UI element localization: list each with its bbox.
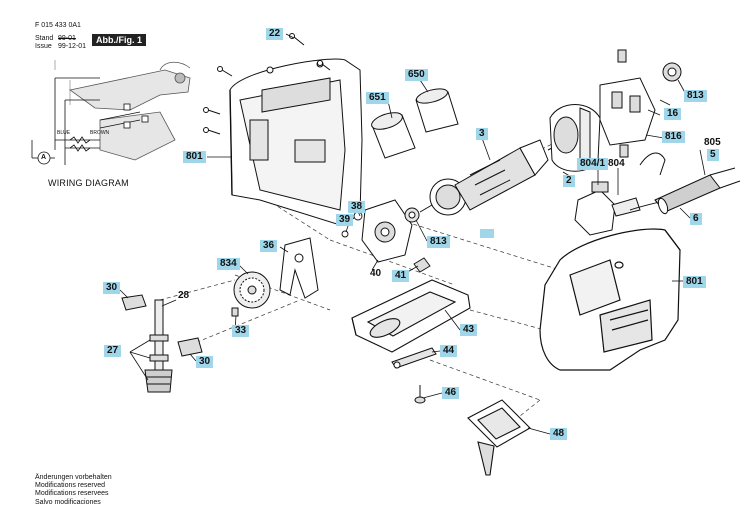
callout-834: 834: [217, 258, 240, 270]
wiring-diagram: [31, 60, 191, 165]
callout-816: 816: [662, 131, 685, 143]
issue-value: 99-12-01: [58, 43, 87, 50]
callout-40: 40: [370, 268, 382, 279]
note-de: Änderungen vorbehalten: [35, 474, 112, 481]
gear-834: [233, 271, 271, 309]
stand-label: Stand: [35, 35, 54, 42]
screw-46: [414, 385, 426, 404]
note-es: Salvo modificaciones: [35, 498, 101, 506]
callout-813-bottom: 813: [427, 236, 450, 248]
power-cable: [654, 167, 741, 215]
clip-30-lower: [177, 337, 203, 357]
callout-3: 3: [476, 128, 488, 140]
callout-44: 44: [440, 345, 458, 357]
assembly-guide-lines: [159, 139, 601, 421]
base-plate: [351, 279, 471, 353]
callout-801-right: 801: [683, 276, 706, 288]
stand-value: 99-01: [58, 35, 76, 42]
clamp-lever: [391, 347, 437, 369]
callout-804: 804: [608, 158, 625, 169]
callout-5: 5: [707, 149, 719, 161]
callout-36: 36: [260, 240, 278, 252]
callout-650: 650: [405, 69, 428, 81]
callout-804-1: 804/1: [577, 158, 609, 170]
plunger-assembly: [144, 299, 173, 393]
callout-813-top: 813: [684, 90, 707, 102]
armature: [419, 139, 561, 216]
callout-38: 38: [348, 201, 366, 213]
callout-43: 43: [460, 324, 478, 336]
pin-33: [231, 307, 239, 317]
wire-blue-label: BLUE: [57, 130, 71, 136]
guide-plate-36: [279, 237, 319, 299]
housing-right-half: [539, 228, 681, 371]
small-washers: [341, 211, 431, 273]
callout-16: 16: [664, 108, 682, 120]
callout-805: 805: [704, 137, 721, 148]
figure-label: Abb./Fig. 1: [92, 34, 146, 46]
sleeve-650: [415, 88, 459, 133]
callout-30-upper: 30: [103, 282, 121, 294]
callout-33: 33: [232, 325, 250, 337]
callout-41: 41: [392, 270, 410, 282]
sleeve-651: [371, 112, 416, 159]
issue-label: Issue: [35, 43, 52, 50]
callout-46: 46: [442, 387, 460, 399]
meter-symbol: A: [41, 154, 47, 161]
note-en: Modifications reserved: [35, 482, 106, 490]
callout-2: 2: [563, 175, 575, 187]
clip-30-upper: [121, 294, 147, 311]
callout-30-lower: 30: [196, 356, 214, 368]
callout-48: 48: [550, 428, 568, 440]
callout-28: 28: [178, 290, 190, 301]
callout-22: 22: [266, 28, 284, 40]
callout-801-left: 801: [183, 151, 206, 163]
shoe-cover: [467, 399, 531, 476]
document-number: F 015 433 0A1: [35, 22, 81, 29]
callout-651: 651: [366, 92, 389, 104]
callout-39: 39: [336, 214, 354, 226]
callout-6: 6: [690, 213, 702, 225]
wire-brown-label: BROWN: [90, 130, 110, 136]
callout-27: 27: [104, 345, 122, 357]
highlight-marker: [480, 229, 494, 238]
wiring-diagram-title: WIRING DIAGRAM: [48, 178, 129, 188]
brush-holder: [599, 49, 682, 158]
note-fr: Modifications reservees: [35, 490, 109, 498]
field-coil: [549, 104, 601, 172]
gear-housing: [361, 199, 420, 263]
screws: [203, 33, 331, 135]
housing-left-half: [229, 58, 363, 226]
modification-notes: Änderungen vorbehalten Modifications res…: [35, 474, 112, 507]
